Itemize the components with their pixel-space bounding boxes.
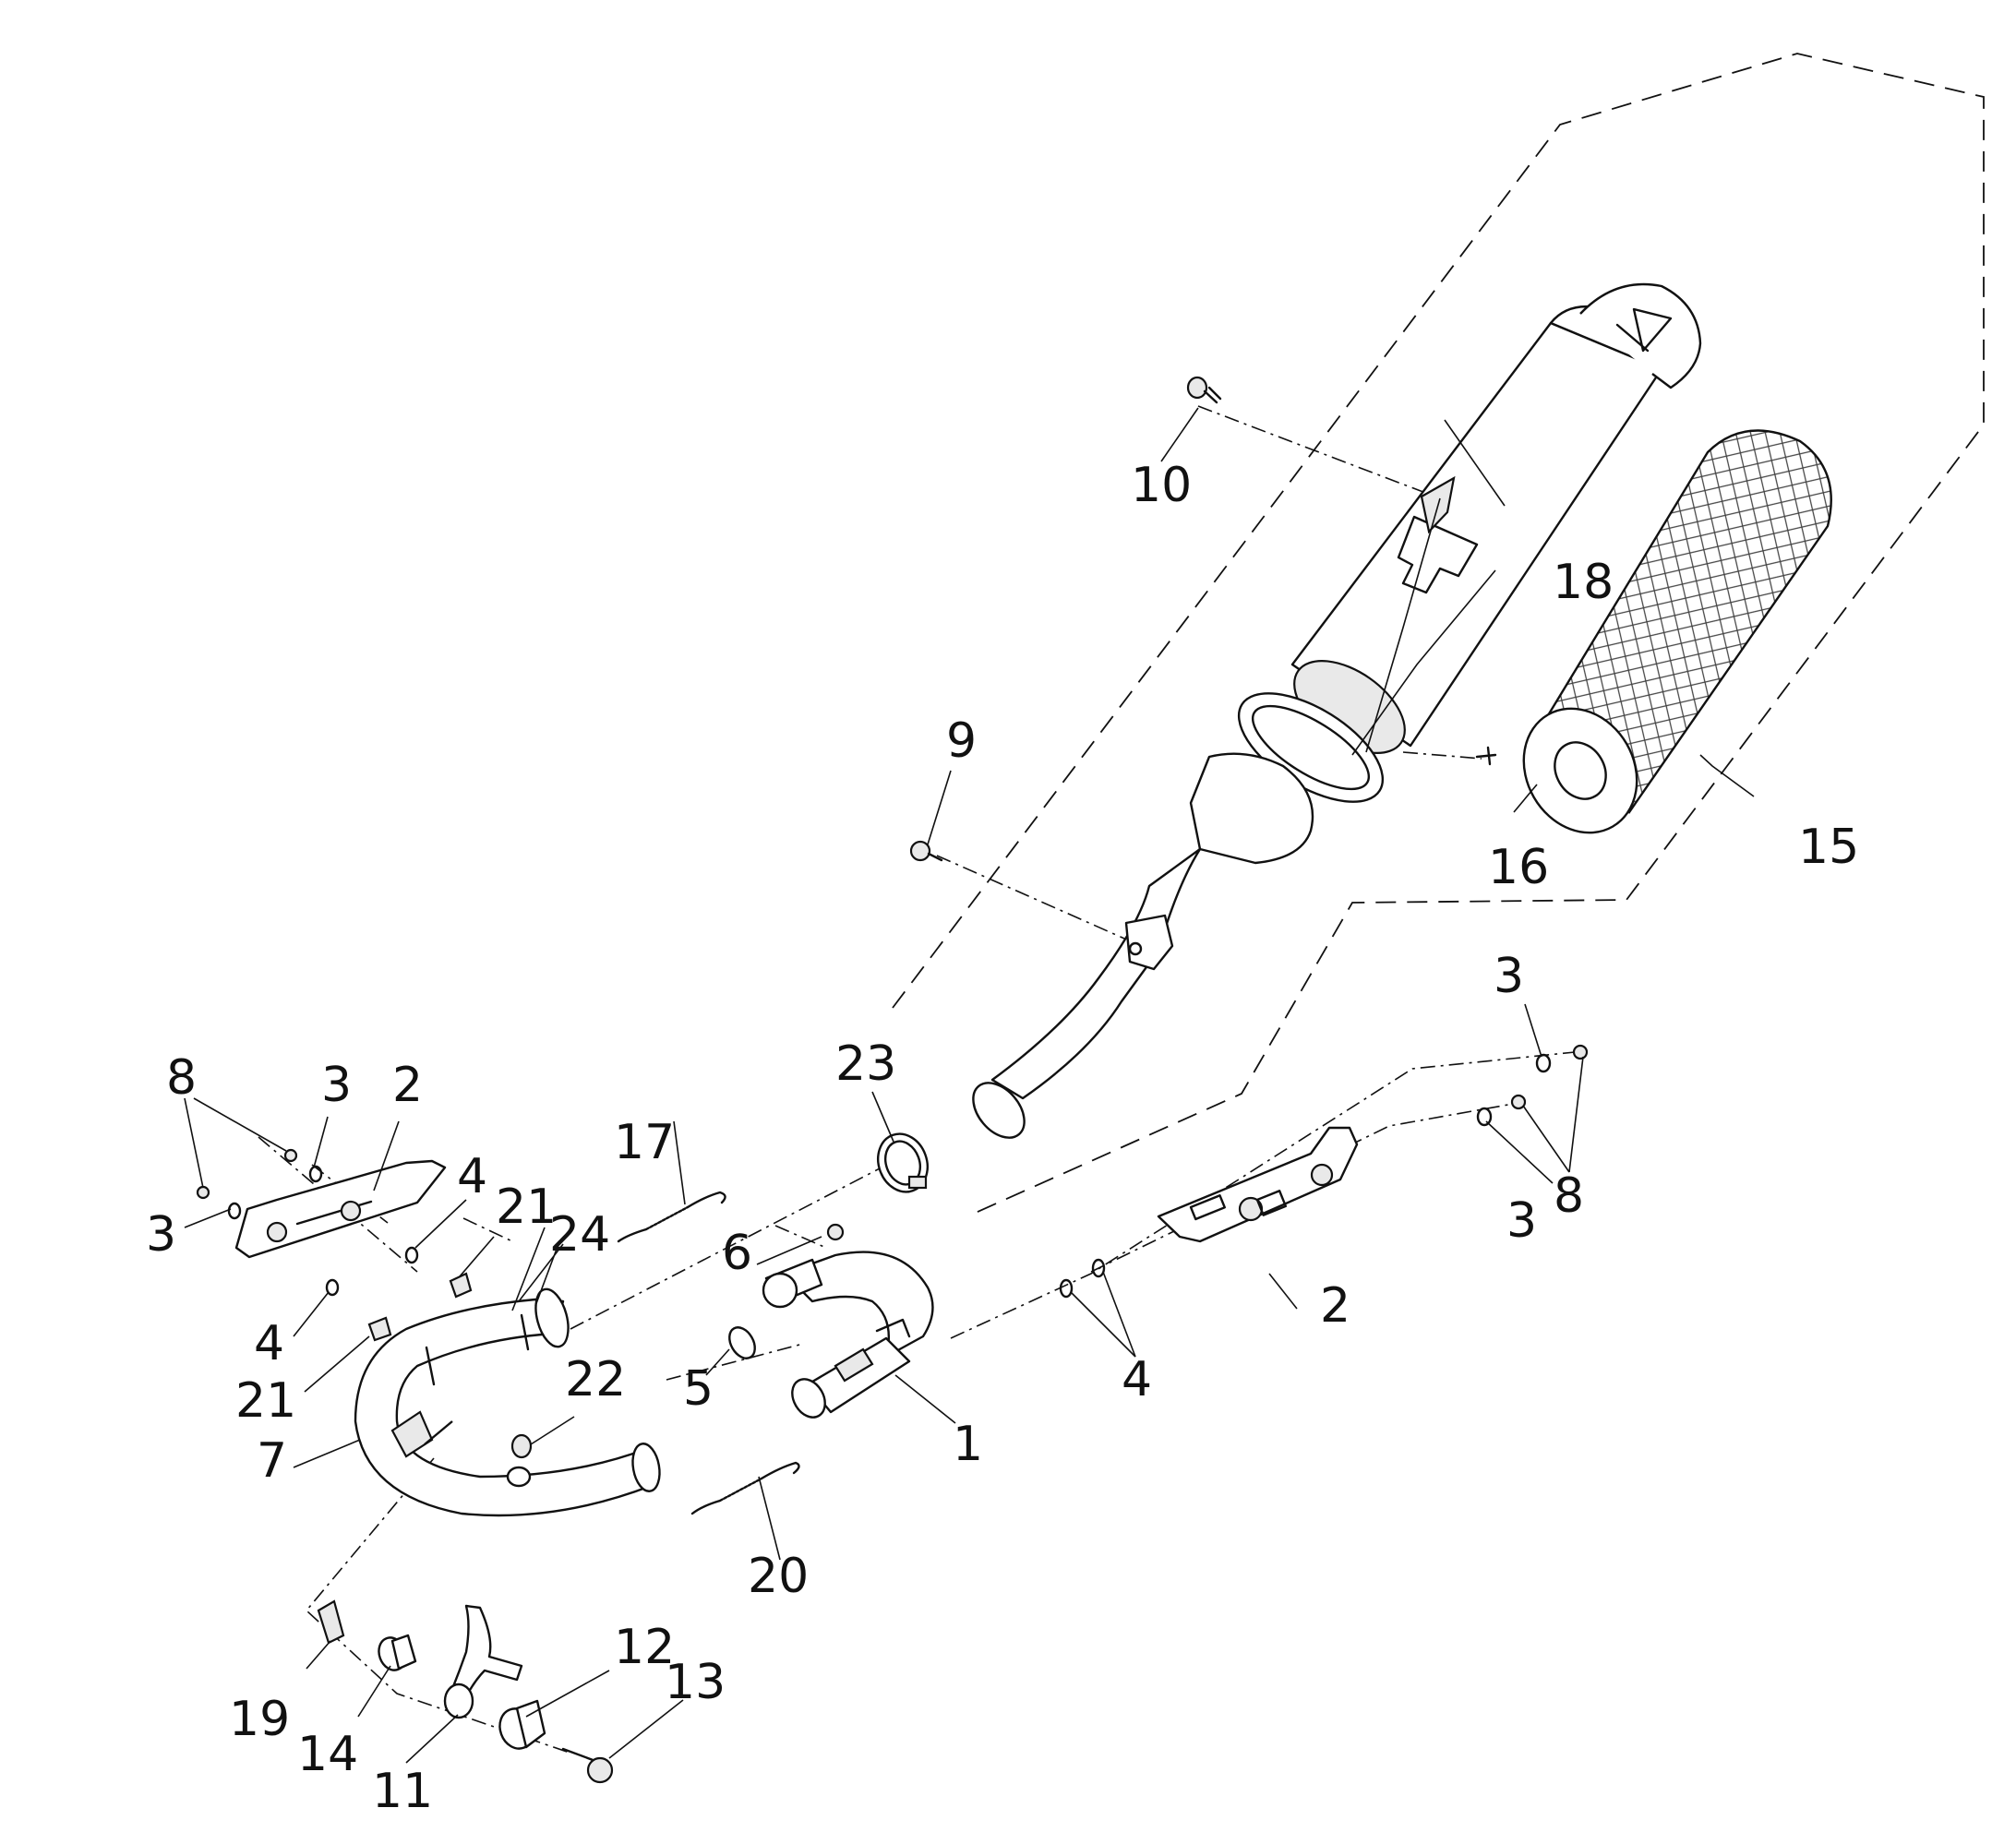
link-pipe — [972, 752, 1314, 1139]
silencer-assembly-outline — [892, 53, 1985, 1217]
bolt-10 — [1186, 376, 1222, 404]
label-11: 11 — [372, 1764, 433, 1819]
label-17: 17 — [614, 1115, 675, 1170]
label-21-lower: 21 — [235, 1373, 296, 1429]
label-18: 18 — [1553, 555, 1614, 610]
leader-lines — [184, 407, 1755, 1764]
label-2-left: 2 — [392, 1058, 423, 1113]
label-13: 13 — [665, 1655, 726, 1710]
rivet — [1475, 746, 1497, 766]
label-4-lower-left: 4 — [254, 1316, 284, 1371]
label-3-top-right: 3 — [1494, 949, 1524, 1004]
small-fasteners — [196, 1044, 1589, 1342]
lower-bracket-hardware — [317, 1599, 614, 1784]
label-20: 20 — [748, 1549, 809, 1604]
label-2-right: 2 — [1320, 1278, 1350, 1334]
label-3-top-left: 3 — [321, 1058, 352, 1113]
label-15: 15 — [1798, 820, 1859, 875]
insulation-mesh-16 — [1522, 429, 1832, 834]
label-24: 24 — [549, 1207, 610, 1263]
label-10: 10 — [1131, 458, 1192, 513]
nut-22 — [510, 1433, 533, 1459]
callout-labels: 10 9 18 16 15 23 8 3 2 3 4 21 24 17 6 4 … — [146, 458, 1859, 1819]
front-pipe-1 — [762, 1251, 934, 1419]
bolt-9 — [909, 840, 943, 862]
header-pipe-7 — [354, 1287, 661, 1517]
label-1: 1 — [953, 1417, 983, 1472]
label-6: 6 — [722, 1226, 752, 1281]
label-23: 23 — [835, 1036, 896, 1092]
label-8-right: 8 — [1554, 1168, 1584, 1224]
spring-20 — [690, 1461, 800, 1515]
label-7: 7 — [257, 1433, 287, 1489]
label-16: 16 — [1488, 840, 1549, 895]
heat-shield-left-2 — [234, 1159, 447, 1259]
label-5: 5 — [683, 1361, 714, 1417]
clamp-23 — [877, 1132, 929, 1193]
silencer-body — [1290, 282, 1702, 755]
heat-shield-right-2 — [1157, 1126, 1359, 1243]
label-21-upper: 21 — [496, 1179, 557, 1235]
label-19: 19 — [229, 1692, 290, 1747]
nut-6 — [826, 1223, 845, 1241]
label-22: 22 — [565, 1352, 626, 1407]
label-8-left: 8 — [166, 1050, 197, 1106]
gasket-5 — [728, 1326, 756, 1359]
label-3-left: 3 — [146, 1207, 176, 1263]
label-9: 9 — [946, 713, 977, 769]
label-4-upper-left: 4 — [457, 1149, 487, 1204]
label-3-right: 3 — [1506, 1193, 1537, 1249]
label-4-right: 4 — [1122, 1352, 1152, 1407]
label-12: 12 — [614, 1620, 675, 1675]
label-14: 14 — [297, 1727, 358, 1782]
spring-17 — [617, 1191, 726, 1243]
